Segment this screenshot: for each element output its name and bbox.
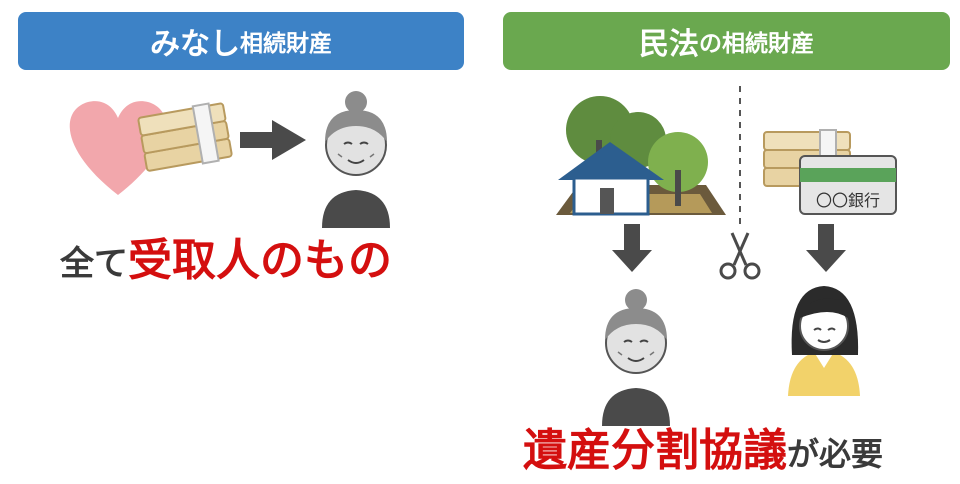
bank-card-icon: 〇〇銀行: [799, 155, 897, 215]
banner-title-sub: の相続財産: [699, 31, 814, 57]
scissors-icon: [719, 232, 761, 280]
right-caption: 遺産分割協議が必要: [523, 414, 883, 478]
caption-emphasis: 遺産分割協議: [523, 425, 787, 476]
arrow-down-icon: [612, 224, 652, 272]
grandmother-icon: [601, 288, 671, 427]
arrow-right-icon: [240, 120, 306, 160]
caption-emphasis: 受取人のもの: [128, 235, 392, 286]
bank-card-label: 〇〇銀行: [816, 191, 880, 210]
banner-title-sub: 相続財産: [240, 31, 332, 57]
left-caption: 全て受取人のもの: [60, 224, 392, 288]
banner-title-main: 民法: [639, 27, 699, 62]
grandmother-icon: [321, 90, 391, 229]
house-trees-icon: [556, 96, 726, 216]
banner-title-main: みなし: [150, 27, 240, 62]
woman-icon: [788, 286, 860, 396]
arrow-down-icon: [806, 224, 846, 272]
caption-prefix: 全て: [60, 244, 128, 284]
caption-suffix: が必要: [787, 435, 884, 473]
mimashi-banner: みなし相続財産: [18, 12, 464, 70]
civil-law-banner: 民法の相続財産: [503, 12, 950, 70]
